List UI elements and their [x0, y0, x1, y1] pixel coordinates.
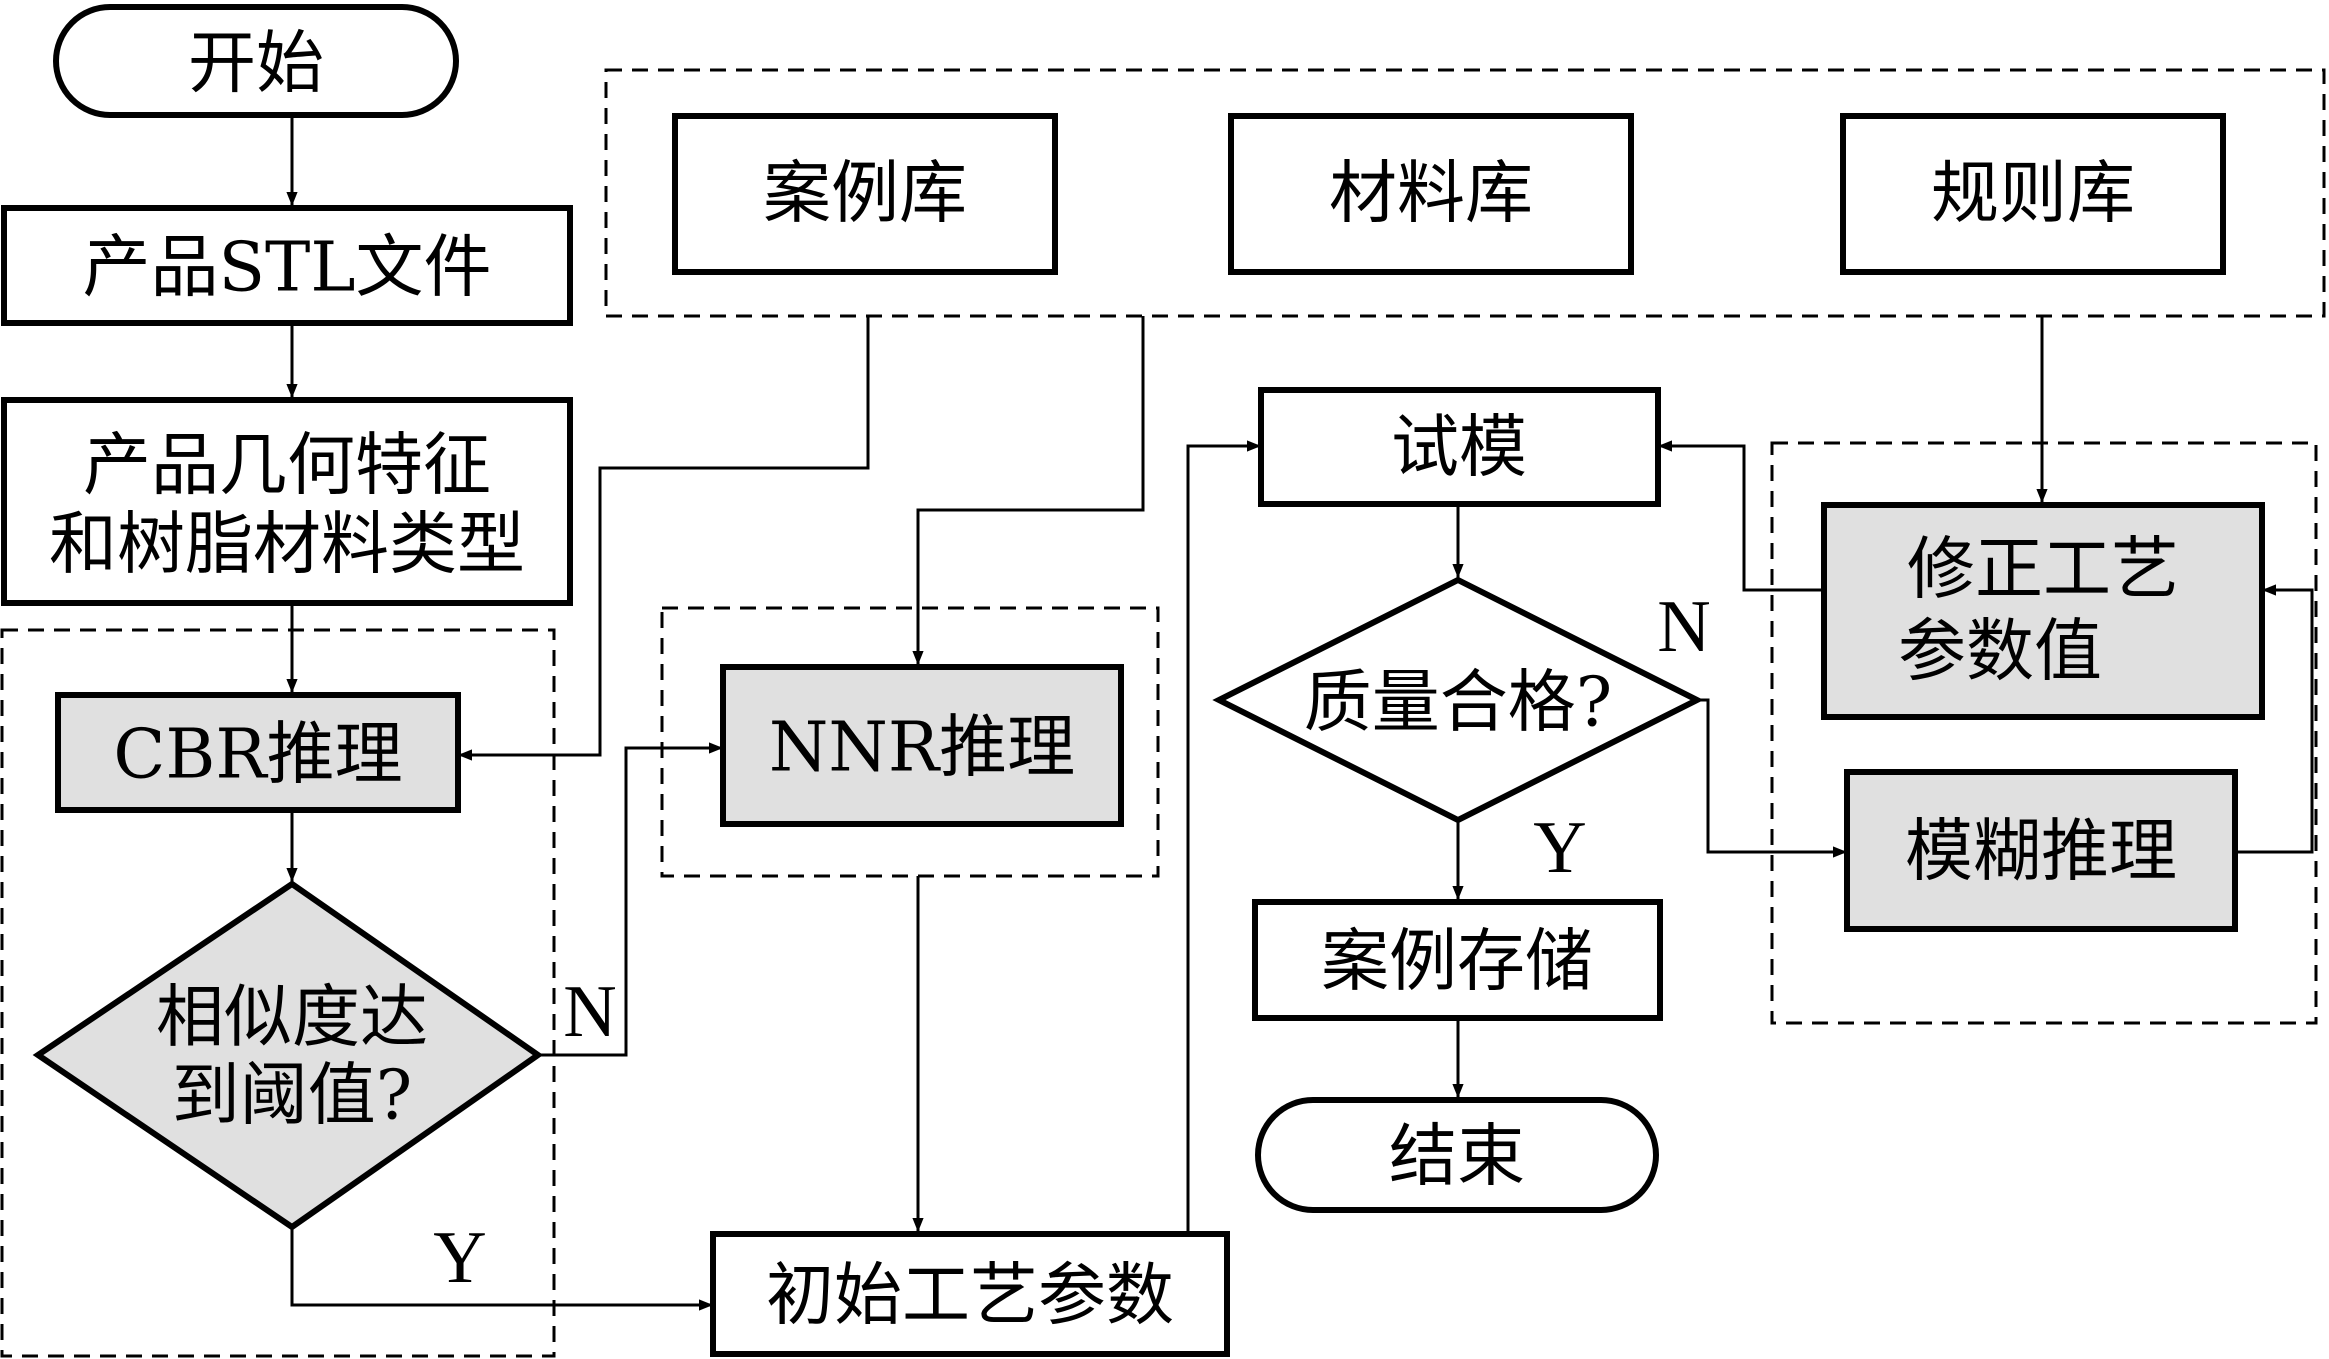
- cbr-reasoning-box: [55, 692, 461, 813]
- fuzzy-group-frame: [1770, 441, 2318, 1025]
- material-library-label: 材料库: [1329, 155, 1533, 234]
- start-label: 开始: [188, 25, 324, 104]
- edge-case-lib-to-cbr: [458, 316, 870, 761]
- similarity-label-line2: 到阈值?: [172, 1057, 412, 1136]
- trial-mold-box: [1258, 387, 1661, 507]
- case-storage-box: [1252, 899, 1663, 1021]
- nnr-reasoning-label: NNR推理: [769, 709, 1075, 788]
- features-label-line2: 和树脂材料类型: [49, 506, 525, 585]
- rule-library-label: 规则库: [1931, 155, 2135, 234]
- correct-params-label-line2: 参数值: [1898, 613, 2102, 692]
- case-library-box: [672, 113, 1058, 275]
- nnr-group-frame: [660, 606, 1160, 878]
- edge-similarity-yes-to-initial: [290, 1227, 713, 1311]
- cbr-reasoning-label: CBR推理: [113, 716, 402, 795]
- branch-label-quality-no: N: [1657, 586, 1710, 668]
- trial-mold-label: 试模: [1391, 409, 1527, 488]
- initial-params-box: [710, 1231, 1230, 1357]
- edge-initial-to-trial: [1186, 440, 1261, 1232]
- fuzzy-reasoning-box: [1844, 769, 2238, 932]
- similarity-label-line1: 相似度达: [156, 979, 428, 1058]
- initial-params-label: 初始工艺参数: [766, 1257, 1174, 1336]
- edge-material-lib-to-nnr: [912, 316, 1145, 665]
- features-label-line1: 产品几何特征: [83, 427, 491, 506]
- end-terminal-shape: [1255, 1097, 1659, 1213]
- quality-decision-diamond: [1212, 576, 1704, 824]
- edge-fuzzy-to-correct: [2235, 584, 2314, 854]
- branch-label-similarity-no: N: [563, 971, 616, 1053]
- features-box: [1, 397, 573, 606]
- stl-file-label: 产品STL文件: [82, 229, 491, 308]
- edge-correct-to-trial: [1658, 440, 1824, 592]
- start-terminal-shape: [53, 4, 459, 118]
- branch-label-similarity-yes: Y: [433, 1217, 486, 1299]
- material-library-box: [1228, 113, 1634, 275]
- stl-file-box: [1, 205, 573, 326]
- rule-library-box: [1840, 113, 2226, 275]
- library-group-frame: [604, 68, 2326, 318]
- branch-label-quality-yes: Y: [1533, 807, 1586, 889]
- case-storage-label: 案例存储: [1321, 923, 1593, 1002]
- similarity-decision-diamond: [32, 880, 544, 1231]
- correct-params-box: [1821, 502, 2265, 720]
- cbr-group-frame: [0, 628, 556, 1358]
- end-label: 结束: [1389, 1118, 1525, 1197]
- edge-similarity-no-to-nnr: [538, 742, 723, 1057]
- case-library-label: 案例库: [763, 155, 967, 234]
- fuzzy-reasoning-label: 模糊推理: [1905, 813, 2177, 892]
- correct-params-label-line1: 修正工艺: [1907, 531, 2179, 610]
- quality-label: 质量合格?: [1304, 664, 1612, 743]
- nnr-reasoning-box: [720, 664, 1124, 827]
